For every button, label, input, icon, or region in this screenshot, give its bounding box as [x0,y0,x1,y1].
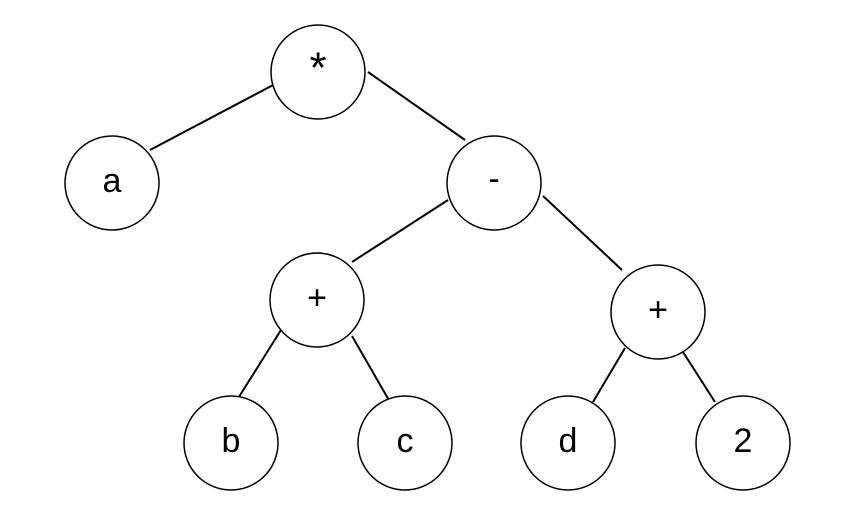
edge-plus-right-d [592,347,626,403]
edge-minus-plus-left [351,199,449,263]
edge-plus-left-c [351,335,391,403]
node-label-c: c [397,422,414,460]
tree-node-c: c [357,395,453,491]
tree-node-times: * [270,24,366,120]
edge-plus-right-2 [682,351,716,403]
edge-plus-left-b [236,329,282,401]
edge-times-a [149,83,276,151]
tree-nodes: * a - + + b c [64,24,791,491]
node-label-plus-left: + [307,279,327,317]
tree-node-plus-right: + [610,264,706,360]
node-label-times: * [309,44,326,93]
tree-node-d: d [520,395,616,491]
tree-node-b: b [183,395,279,491]
tree-node-a: a [64,135,160,231]
node-label-plus-right: + [648,291,668,329]
edge-minus-plus-right [542,195,623,271]
node-label-d: d [559,422,578,460]
tree-edges [149,71,716,403]
tree-node-plus-left: + [269,252,365,348]
edge-times-minus [367,71,466,141]
node-label-minus: - [488,160,499,198]
node-label-2: 2 [734,422,753,460]
node-label-a: a [103,162,122,200]
node-label-b: b [222,422,241,460]
tree-node-minus: - [446,135,542,231]
tree-node-2: 2 [695,395,791,491]
